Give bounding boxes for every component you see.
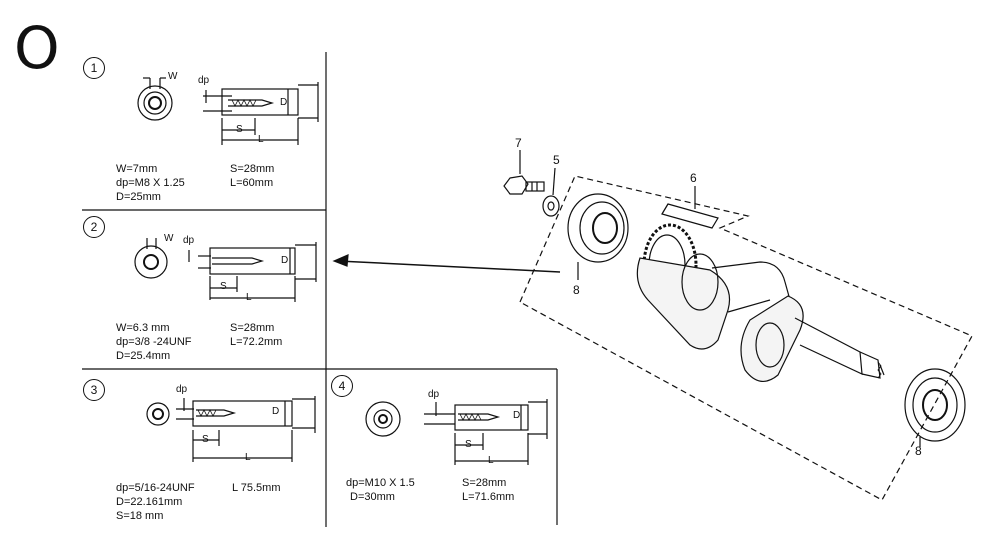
dim-s-1: S — [236, 124, 243, 135]
dim-s-4: S — [465, 439, 472, 450]
spec-2-s: S=28mm — [230, 322, 275, 334]
washer-5 — [542, 195, 560, 217]
spec-4-s: S=28mm — [462, 477, 507, 489]
section-letter: O — [14, 14, 60, 82]
dim-d-2: D — [281, 255, 289, 266]
variant-4-number: 4 — [331, 375, 353, 397]
bolt-7 — [503, 175, 545, 195]
spec-4-l: L=71.6mm — [462, 491, 515, 503]
part-label-5: 5 — [553, 153, 560, 167]
shaft-drawing-1 — [137, 77, 319, 145]
part-label-8-lower: 8 — [915, 444, 922, 458]
dim-l-4: L — [488, 455, 494, 466]
dim-l-2: L — [246, 292, 252, 303]
dim-d-3: D — [272, 406, 280, 417]
key-6 — [661, 203, 719, 229]
dim-dp-3: dp — [176, 384, 188, 395]
spec-3-dp: dp=5/16-24UNF — [116, 482, 195, 494]
crankshaft — [636, 253, 885, 382]
dim-w-1: W — [168, 71, 178, 82]
dim-d-4: D — [513, 410, 521, 421]
spec-2-w: W=6.3 mm — [116, 322, 170, 334]
spec-4-dp: dp=M10 X 1.5 — [346, 477, 415, 489]
shaft-drawing-2 — [134, 238, 317, 302]
dim-s-2: S — [220, 281, 227, 292]
spec-4-d: D=30mm — [350, 491, 395, 503]
spec-2-dp: dp=3/8 -24UNF — [116, 336, 192, 348]
spec-2-d: D=25.4mm — [116, 350, 171, 362]
arrow-head — [332, 254, 349, 267]
dim-w-2: W — [164, 233, 174, 244]
dim-s-3: S — [202, 434, 209, 445]
callout-arrow — [337, 260, 561, 273]
spec-1-w: W=7mm — [116, 163, 158, 175]
variant-2-number: 2 — [83, 216, 105, 238]
dashed-boundary — [519, 175, 973, 501]
dim-l-3: L — [245, 452, 251, 463]
spec-1-dp: dp=M8 X 1.25 — [116, 177, 185, 189]
bearing-8-lower — [904, 368, 966, 442]
spec-3-d: D=22.161mm — [116, 496, 183, 508]
spec-3-s: S=18 mm — [116, 510, 164, 522]
variant-1-number: 1 — [83, 57, 105, 79]
variant-3-number: 3 — [83, 379, 105, 401]
spec-1-s: S=28mm — [230, 163, 275, 175]
spec-1-l: L=60mm — [230, 177, 274, 189]
shaft-drawing-3 — [146, 396, 316, 462]
spec-3-l: L 75.5mm — [232, 482, 281, 494]
part-label-8-upper: 8 — [573, 283, 580, 297]
part-label-7: 7 — [515, 136, 522, 150]
dim-dp-2: dp — [183, 235, 195, 246]
shaft-drawing-4 — [365, 399, 548, 465]
dim-d-1: D — [280, 97, 288, 108]
part-label-6: 6 — [690, 171, 697, 185]
spec-1-d: D=25mm — [116, 191, 161, 203]
spec-2-l: L=72.2mm — [230, 336, 283, 348]
dim-dp-1: dp — [198, 75, 210, 86]
dim-dp-4: dp — [428, 389, 440, 400]
dim-l-1: L — [258, 134, 264, 145]
bearing-8-upper — [567, 193, 629, 263]
